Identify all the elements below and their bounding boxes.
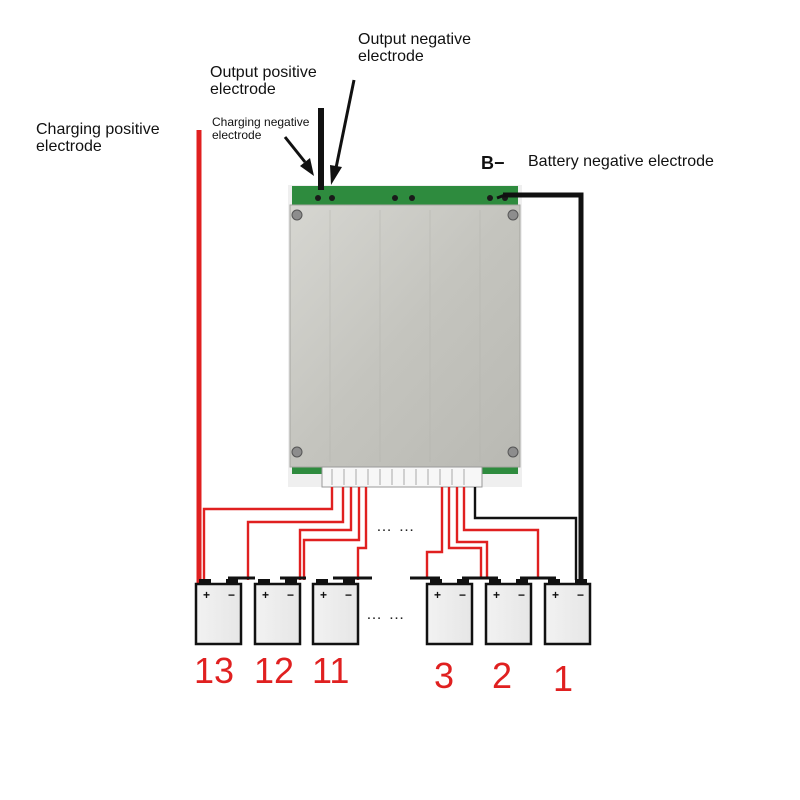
battery-cell xyxy=(194,579,243,646)
bms-board xyxy=(288,185,522,488)
charging-positive-label: Charging positive electrode xyxy=(36,121,160,155)
output-positive-label: Output positive electrode xyxy=(210,64,317,98)
output-positive-arrow xyxy=(334,79,356,169)
connector-pins xyxy=(331,469,465,485)
balance-connector xyxy=(321,466,483,488)
charging-negative-arrow xyxy=(283,136,307,163)
mounting-screw xyxy=(507,446,519,458)
brushed-texture xyxy=(329,210,481,462)
cell-number-1: 1 xyxy=(553,658,574,699)
cell-number-2: 2 xyxy=(492,655,513,696)
balance-wires xyxy=(202,487,540,582)
ellipsis-lower: … … xyxy=(366,606,406,623)
cell-number-3: 3 xyxy=(434,655,455,696)
cell-number-13: 13 xyxy=(194,650,235,691)
b-minus-label: B− xyxy=(481,153,505,173)
top-leads xyxy=(283,79,356,190)
battery-negative-pcb-link xyxy=(496,193,506,200)
ellipsis-upper: … … xyxy=(376,518,416,535)
output-positive-arrowhead xyxy=(330,165,342,185)
battery-cell xyxy=(484,579,533,646)
charging-negative-label: Charging negative electrode xyxy=(212,115,310,142)
battery-cell xyxy=(311,579,360,646)
balance-wire-negative xyxy=(473,487,578,580)
battery-cell xyxy=(425,579,474,646)
battery-cell xyxy=(253,579,302,646)
battery-cell xyxy=(543,579,592,646)
battery-cells xyxy=(194,579,592,646)
charging-negative-arrowhead xyxy=(300,158,314,176)
mounting-screw xyxy=(291,209,303,221)
output-negative-label: Output negative electrode xyxy=(358,31,471,65)
aluminum-plate xyxy=(289,204,521,468)
battery-negative-wire xyxy=(503,192,584,585)
cell-number-11: 11 xyxy=(312,650,350,691)
mounting-screw xyxy=(507,209,519,221)
mounting-screw xyxy=(291,446,303,458)
battery-negative-label: Battery negative electrode xyxy=(528,153,714,170)
cell-number-12: 12 xyxy=(254,650,295,691)
pcb-solder-pads xyxy=(315,195,508,201)
